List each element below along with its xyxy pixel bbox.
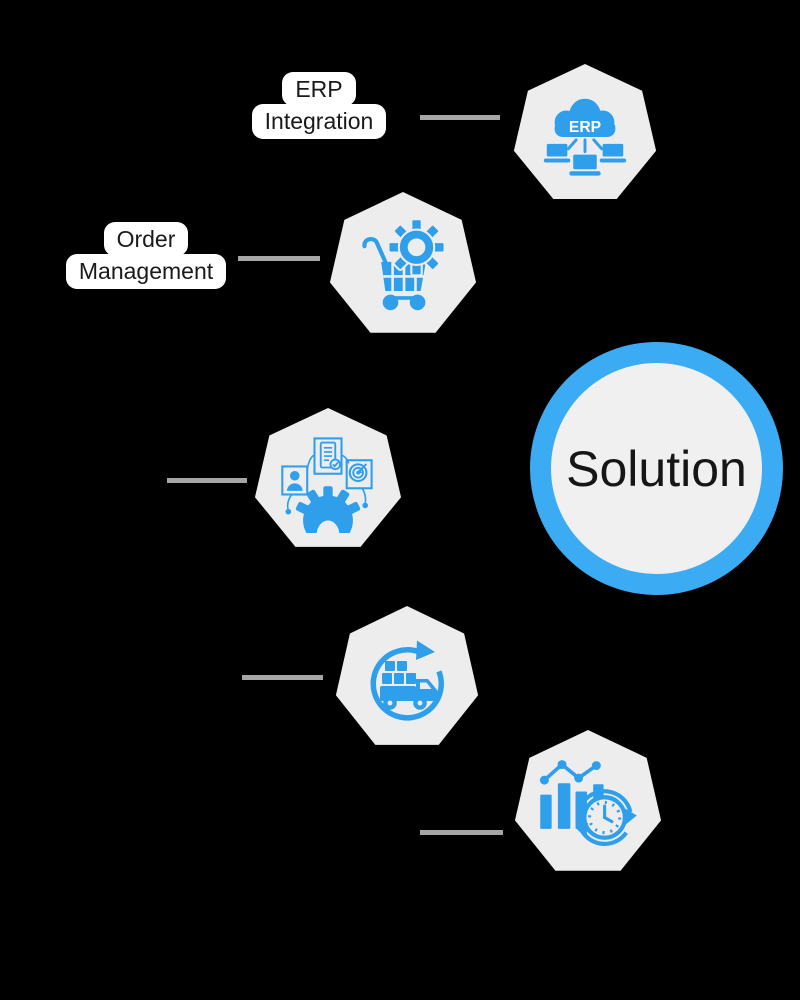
label-line: Order — [103, 222, 189, 257]
solution-circle: Solution — [530, 342, 783, 595]
truck — [380, 661, 438, 710]
node-process-workflow — [254, 408, 402, 547]
clock-refresh — [575, 789, 637, 846]
erp-cloud-text: ERP — [569, 119, 601, 136]
connector-line-analytics — [420, 830, 503, 835]
node-analytics-time — [514, 730, 662, 871]
node-erp-integration: ERP — [513, 64, 657, 200]
label-line: ERP — [282, 72, 356, 107]
label-erp-integration: ERP Integration — [226, 72, 412, 139]
chart-clock-icon — [539, 760, 637, 846]
checklist-frame — [313, 437, 343, 475]
half-gear — [295, 486, 361, 533]
label-order-management: Order Management — [40, 222, 252, 289]
person-frame — [281, 465, 309, 496]
workflow-gear-icon — [281, 437, 373, 533]
cycle-arrow — [370, 640, 444, 721]
label-line: Integration — [251, 104, 387, 139]
truck-cycle-icon — [370, 640, 444, 721]
label-line: Management — [65, 254, 227, 289]
laptops — [543, 143, 627, 176]
node-delivery-cycle — [335, 606, 479, 745]
node-order-management — [329, 192, 477, 333]
gear — [387, 218, 446, 277]
solution-label: Solution — [566, 440, 747, 497]
connector-line-order — [238, 256, 320, 261]
cloud — [554, 98, 616, 137]
connector-line-erp — [420, 115, 500, 120]
target-frame — [345, 459, 373, 490]
erp-cloud-network-icon: ERP — [543, 98, 627, 176]
connector-line-workflow — [167, 478, 247, 483]
connector-line-delivery — [242, 675, 323, 680]
network-branches — [566, 138, 604, 154]
cart-gear-icon — [362, 218, 446, 311]
